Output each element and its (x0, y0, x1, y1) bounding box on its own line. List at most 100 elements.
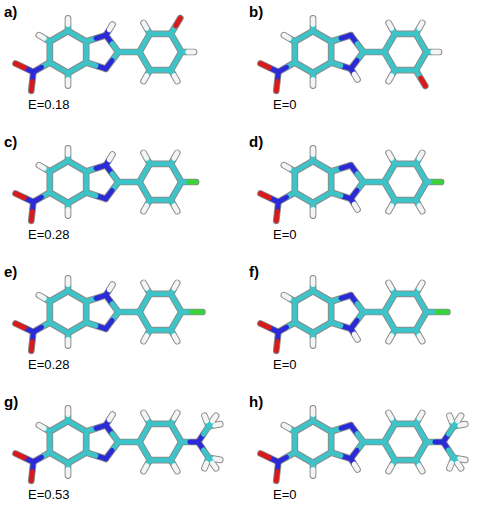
bond-outline (106, 52, 119, 69)
bond-outline (171, 182, 182, 200)
bond-outline (68, 31, 86, 42)
bond (174, 153, 177, 158)
bond-outline (31, 202, 33, 221)
bond (389, 466, 392, 471)
bond (174, 336, 177, 341)
bond (311, 148, 316, 154)
bond (144, 466, 147, 471)
bond (109, 415, 112, 420)
bond-outline (331, 453, 351, 459)
bond (214, 424, 220, 425)
bond-outline (310, 408, 317, 421)
bond-outline (144, 460, 150, 471)
bond-outline (118, 309, 139, 316)
bond (144, 206, 147, 211)
molecule (16, 278, 203, 350)
bond-outline (106, 165, 119, 182)
bond-outline (106, 182, 119, 199)
bond (311, 209, 316, 215)
bond-outline (416, 164, 427, 182)
energy-value: E=0 (273, 488, 297, 501)
bond-outline (395, 197, 416, 204)
bond (144, 283, 147, 288)
bond-outline (416, 52, 427, 70)
bond-outline (171, 424, 182, 442)
bond-outline (39, 425, 50, 431)
bond-outline (198, 426, 209, 442)
bond (188, 50, 194, 55)
bond-outline (16, 194, 34, 202)
bond-outline (331, 165, 351, 171)
bond (129, 50, 140, 55)
bond (311, 469, 316, 475)
bond-outline (426, 309, 447, 316)
bond-outline (284, 165, 295, 171)
bond-outline (426, 439, 443, 446)
bond-outline (50, 161, 68, 172)
bond-outline (395, 160, 416, 167)
bond-outline (389, 283, 395, 294)
panel-letter: h) (249, 394, 263, 409)
bond-outline (443, 442, 454, 458)
bond (284, 295, 289, 298)
bond (129, 310, 140, 315)
bond-outline (276, 332, 278, 351)
molecule (16, 148, 197, 220)
bond (66, 408, 71, 414)
bond-outline (351, 35, 364, 52)
bond (144, 76, 147, 81)
bond-outline (416, 283, 422, 294)
bond (109, 155, 112, 160)
bond-outline (171, 413, 177, 424)
bond (419, 336, 422, 341)
bond-outline (171, 164, 182, 182)
bond-outline (139, 52, 150, 70)
bond-outline (313, 421, 331, 432)
bond-outline (389, 460, 395, 471)
bond (419, 23, 422, 28)
bond (284, 425, 289, 428)
bond-outline (46, 172, 53, 193)
bond-outline (68, 453, 86, 464)
bond-outline (363, 179, 384, 186)
molecule (16, 18, 195, 91)
bond-outline (171, 312, 182, 330)
bond-outline (106, 35, 119, 52)
bond-outline (384, 164, 395, 182)
bond-outline (313, 63, 331, 74)
bond-outline (395, 420, 416, 427)
molecule (261, 18, 440, 90)
bond-outline (351, 442, 364, 459)
bond-outline (384, 294, 395, 312)
bond-outline (295, 421, 313, 432)
bond-outline (50, 453, 68, 464)
bond-outline (313, 453, 331, 464)
bond-outline (65, 18, 72, 31)
bond-outline (313, 291, 331, 302)
panel-letter: b) (249, 4, 263, 19)
panel-letter: e) (4, 264, 17, 279)
bond-outline (363, 309, 384, 316)
molecule (261, 148, 442, 220)
bond-outline (65, 408, 72, 421)
bond-outline (351, 312, 364, 329)
bond-outline (416, 34, 427, 52)
bond-outline (384, 424, 395, 442)
bond-outline (291, 42, 298, 63)
bond-outline (284, 35, 295, 41)
bond (31, 471, 32, 480)
bond-outline (426, 179, 441, 186)
bond (39, 35, 44, 38)
bond (66, 79, 71, 85)
bond (284, 35, 289, 38)
bond-outline (50, 63, 68, 74)
bond (86, 63, 96, 66)
bond (437, 310, 448, 315)
bond-outline (50, 291, 68, 302)
bond-outline (150, 30, 171, 37)
bond-outline (284, 295, 295, 301)
bond-outline (144, 23, 150, 34)
bond-outline (291, 302, 298, 323)
bond-outline (198, 442, 209, 458)
bond-outline (313, 31, 331, 42)
